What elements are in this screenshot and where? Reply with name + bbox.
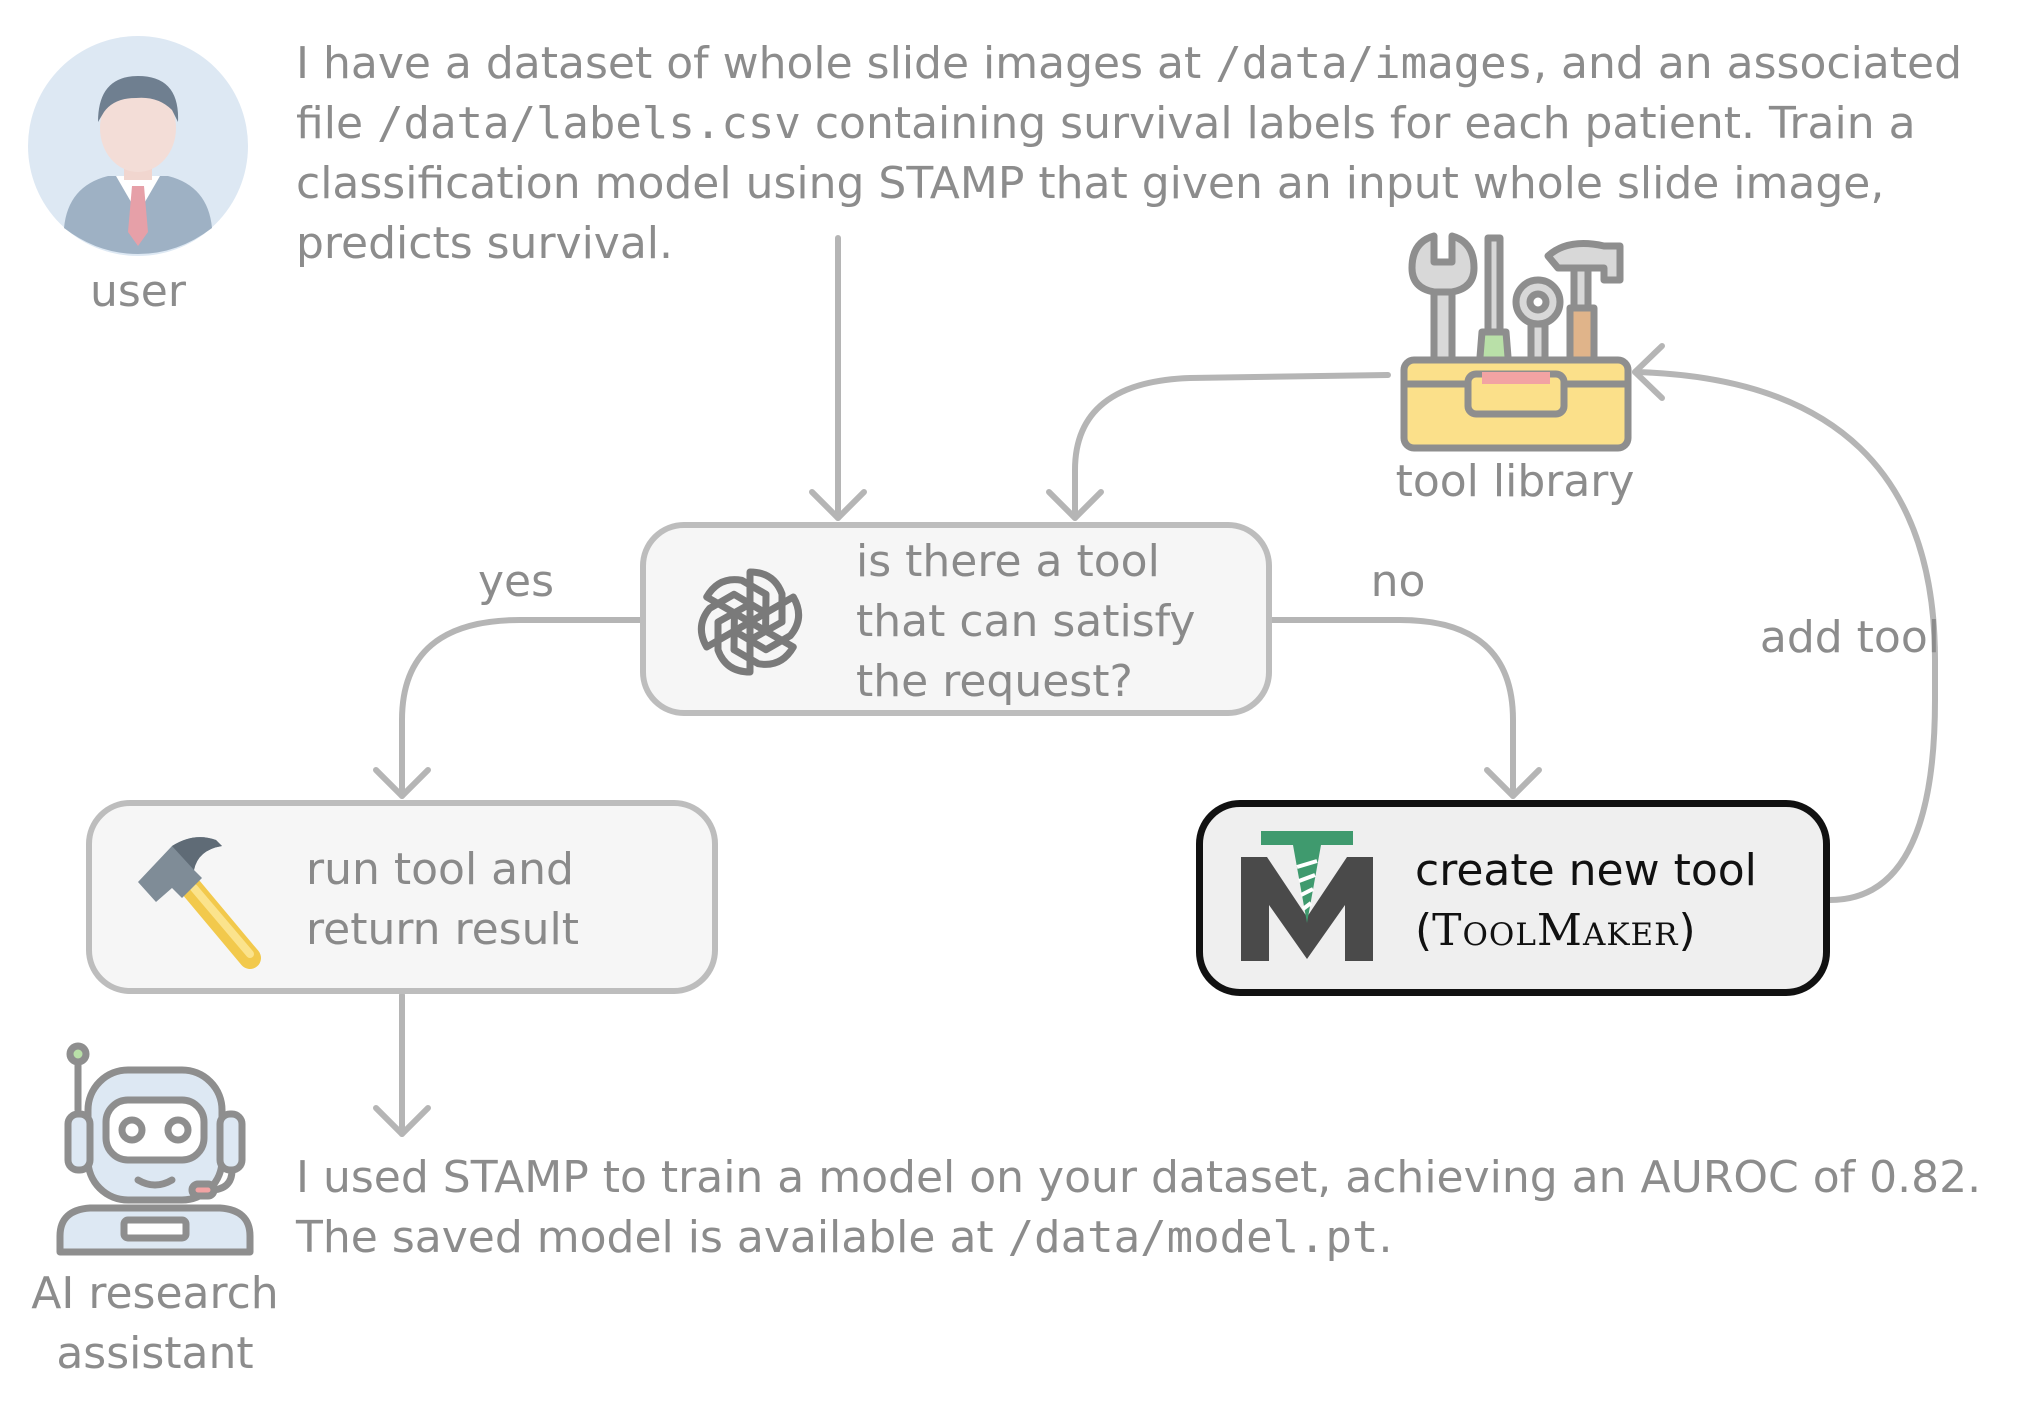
arrow-no-branch	[1269, 617, 1516, 799]
response-line-2b: .	[1378, 1212, 1393, 1263]
request-line-1a: I have a dataset of whole slide images a…	[296, 38, 1216, 89]
response-line-2: The saved model is available at /data/mo…	[296, 1208, 1981, 1268]
response-line-1: I used STAMP to train a model on your da…	[296, 1152, 1982, 1203]
openai-logo-icon	[686, 558, 814, 686]
create-tool-paren-close: )	[1678, 905, 1696, 956]
user-label: user	[90, 266, 186, 317]
assistant-label-line-1: AI research	[31, 1268, 279, 1319]
decision-question: is there a tool that can satisfy the req…	[856, 532, 1195, 712]
create-tool-paren-open: (	[1415, 905, 1433, 956]
response-model-path: /data/model.pt	[1007, 1212, 1379, 1263]
toolmaker-name: ToolMaker	[1432, 905, 1679, 956]
tool-library-label: tool library	[1395, 456, 1635, 507]
request-line-1b: , and an associated	[1533, 38, 1963, 89]
robot-assistant-icon	[50, 1040, 260, 1262]
run-tool-line-2: return result	[306, 904, 580, 955]
arrowhead-yes-branch	[373, 767, 431, 799]
arrow-yes-branch	[399, 617, 643, 799]
request-line-2a: file	[296, 98, 377, 149]
request-labels-path: /data/labels.csv	[377, 98, 801, 149]
request-line-2b: containing survival labels for each pati…	[800, 98, 1916, 149]
request-line-4: predicts survival.	[296, 218, 674, 269]
edge-label-add-tool: add tool	[1759, 612, 1940, 663]
user-request-text: I have a dataset of whole slide images a…	[296, 34, 1962, 274]
toolbox-icon	[1398, 232, 1634, 454]
decision-line-1: is there a tool	[856, 536, 1160, 587]
decision-line-2: that can satisfy	[856, 596, 1196, 647]
decision-line-3: the request?	[856, 656, 1133, 707]
request-images-path: /data/images	[1215, 38, 1534, 89]
arrow-add-tool-loop	[1632, 369, 1938, 903]
arrowhead-library-to-decision	[1046, 489, 1104, 521]
assistant-response-text: I used STAMP to train a model on your da…	[296, 1148, 1981, 1268]
arrowhead-add-tool-loop	[1632, 343, 1665, 401]
edge-label-no: no	[1370, 556, 1426, 607]
run-tool-text: run tool and return result	[306, 840, 579, 960]
arrowhead-request-to-decision	[809, 489, 867, 521]
run-tool-box: run tool and return result	[86, 800, 718, 994]
edge-label-yes: yes	[477, 556, 555, 607]
toolmaker-logo-icon	[1241, 831, 1373, 967]
user-avatar-icon	[28, 36, 248, 256]
assistant-label: AI research assistant	[10, 1264, 300, 1384]
response-line-2a: The saved model is available at	[296, 1212, 1008, 1263]
arrowhead-result-to-response	[373, 1105, 431, 1137]
create-tool-box: create new tool (ToolMaker)	[1196, 800, 1830, 996]
decision-box: is there a tool that can satisfy the req…	[640, 522, 1272, 716]
request-line-2: file /data/labels.csv containing surviva…	[296, 94, 1962, 154]
create-tool-line-2: (ToolMaker)	[1415, 901, 1757, 961]
create-tool-line-1: create new tool	[1415, 845, 1757, 896]
request-line-3: classification model using STAMP that gi…	[296, 158, 1885, 209]
request-line-1: I have a dataset of whole slide images a…	[296, 34, 1962, 94]
assistant-label-line-2: assistant	[56, 1328, 254, 1379]
hammer-icon	[132, 832, 272, 972]
arrow-library-to-decision	[1072, 372, 1391, 521]
arrowhead-no-branch	[1484, 767, 1542, 799]
create-tool-text: create new tool (ToolMaker)	[1415, 841, 1757, 961]
run-tool-line-1: run tool and	[306, 844, 574, 895]
